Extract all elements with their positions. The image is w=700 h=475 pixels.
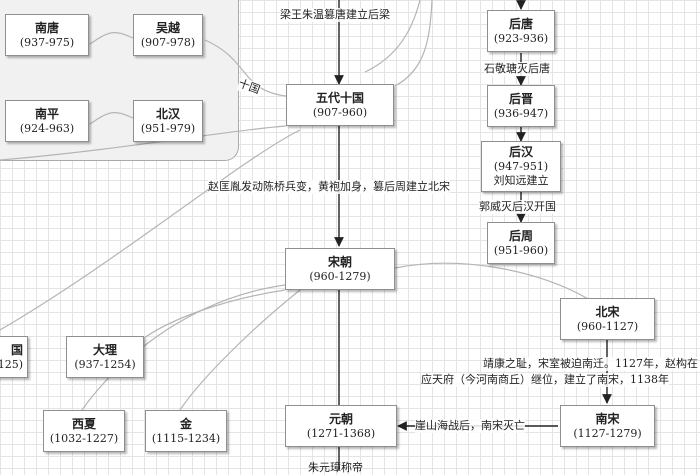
curve-top-right bbox=[394, 0, 433, 87]
node-title: 后周 bbox=[508, 228, 533, 243]
curve-song-jin bbox=[179, 289, 301, 411]
node-dates: (937-1254) bbox=[74, 357, 136, 371]
node-dates: (1127-1279) bbox=[573, 426, 642, 440]
node-title: 五代十国 bbox=[315, 90, 364, 105]
node-title: 宋朝 bbox=[327, 254, 352, 269]
node-dates: (960-1279) bbox=[309, 269, 371, 283]
curve-nantang-wuyue bbox=[89, 32, 134, 45]
node-title: 后汉 bbox=[508, 145, 533, 160]
node-beihan[interactable]: 北汉 (951-979) bbox=[133, 100, 203, 142]
node-title: 元朝 bbox=[328, 411, 353, 426]
label-bottom-partial: 朱元璋称帝 bbox=[308, 461, 363, 474]
label-jingkang-2: 应天府（今河南商丘）继位，建立了南宋，1138年 bbox=[421, 373, 669, 388]
node-nanping[interactable]: 南平 (924-963) bbox=[5, 100, 89, 142]
label-yashan: 崖山海战后，南宋灭亡 bbox=[415, 419, 525, 434]
node-houzhou[interactable]: 后周 (951-960) bbox=[487, 222, 555, 264]
node-dates: (936-947) bbox=[493, 106, 549, 120]
node-houjin[interactable]: 后晋 (936-947) bbox=[487, 85, 555, 127]
node-dates: (947-951) bbox=[493, 160, 549, 174]
node-dates: (907-960) bbox=[312, 105, 368, 119]
node-note: 刘知远建立 bbox=[493, 174, 549, 187]
curve-top-left bbox=[364, 0, 421, 73]
node-title: 金 bbox=[179, 416, 192, 431]
node-dates: (937-975) bbox=[19, 35, 75, 49]
node-dates: 125) bbox=[0, 357, 23, 371]
node-wuyue[interactable]: 吴越 (907-978) bbox=[133, 14, 203, 56]
node-dali[interactable]: 大理 (937-1254) bbox=[66, 336, 144, 378]
node-nantang[interactable]: 南唐 (937-975) bbox=[5, 14, 89, 56]
node-beisong[interactable]: 北宋 (960-1127) bbox=[560, 298, 655, 340]
node-nansong[interactable]: 南宋 (1127-1279) bbox=[560, 405, 655, 447]
node-title: 南唐 bbox=[34, 20, 59, 35]
node-dates: (1115-1234) bbox=[151, 431, 221, 445]
node-jin[interactable]: 金 (1115-1234) bbox=[145, 410, 227, 452]
curve-song-xixia bbox=[81, 284, 286, 411]
node-title: 北宋 bbox=[595, 304, 620, 319]
node-yuanchao[interactable]: 元朝 (1271-1368) bbox=[285, 405, 397, 447]
curve-song-beisong bbox=[394, 262, 591, 301]
node-dates: (951-960) bbox=[493, 243, 549, 257]
node-title: 南平 bbox=[34, 106, 59, 121]
node-title: 国 bbox=[10, 342, 23, 357]
node-dates: (924-963) bbox=[19, 121, 75, 135]
node-wudai[interactable]: 五代十国 (907-960) bbox=[286, 84, 394, 126]
node-title: 北汉 bbox=[155, 106, 180, 121]
label-zhaokuangyin: 赵匡胤发动陈桥兵变，黄袍加身，篡后周建立北宋 bbox=[208, 180, 450, 195]
label-shijingtang: 石敬瑭灭后唐 bbox=[484, 62, 550, 77]
node-songchao[interactable]: 宋朝 (960-1279) bbox=[285, 248, 395, 290]
node-title: 大理 bbox=[92, 342, 117, 357]
label-liang: 梁王朱温篡唐建立后梁 bbox=[280, 8, 390, 23]
node-dates: (951-979) bbox=[140, 121, 196, 135]
label-jingkang-1: 靖康之耻，宋室被迫南迁。1127年，赵构在 bbox=[483, 357, 698, 372]
node-dates: (907-978) bbox=[140, 35, 196, 49]
node-houtang[interactable]: 后唐 (923-936) bbox=[487, 10, 555, 52]
node-title: 后晋 bbox=[508, 91, 533, 106]
node-partial-left[interactable]: 国 125) bbox=[0, 336, 28, 378]
node-dates: (1032-1227) bbox=[49, 431, 119, 445]
node-title: 后唐 bbox=[508, 16, 533, 31]
node-xixia[interactable]: 西夏 (1032-1227) bbox=[43, 410, 125, 452]
node-title: 西夏 bbox=[71, 416, 96, 431]
curve-nanping-beihan bbox=[89, 112, 134, 125]
curve-panel-wudai bbox=[204, 39, 287, 97]
node-houhan[interactable]: 后汉 (947-951) 刘知远建立 bbox=[481, 141, 561, 192]
label-guowei: 郭威灭后汉开国 bbox=[479, 200, 556, 215]
node-title: 南宋 bbox=[595, 411, 620, 426]
node-dates: (923-936) bbox=[493, 31, 549, 45]
node-title: 吴越 bbox=[155, 20, 180, 35]
node-dates: (960-1127) bbox=[576, 319, 639, 333]
curve-wudai-left-partial bbox=[0, 129, 301, 331]
node-dates: (1271-1368) bbox=[306, 426, 376, 440]
